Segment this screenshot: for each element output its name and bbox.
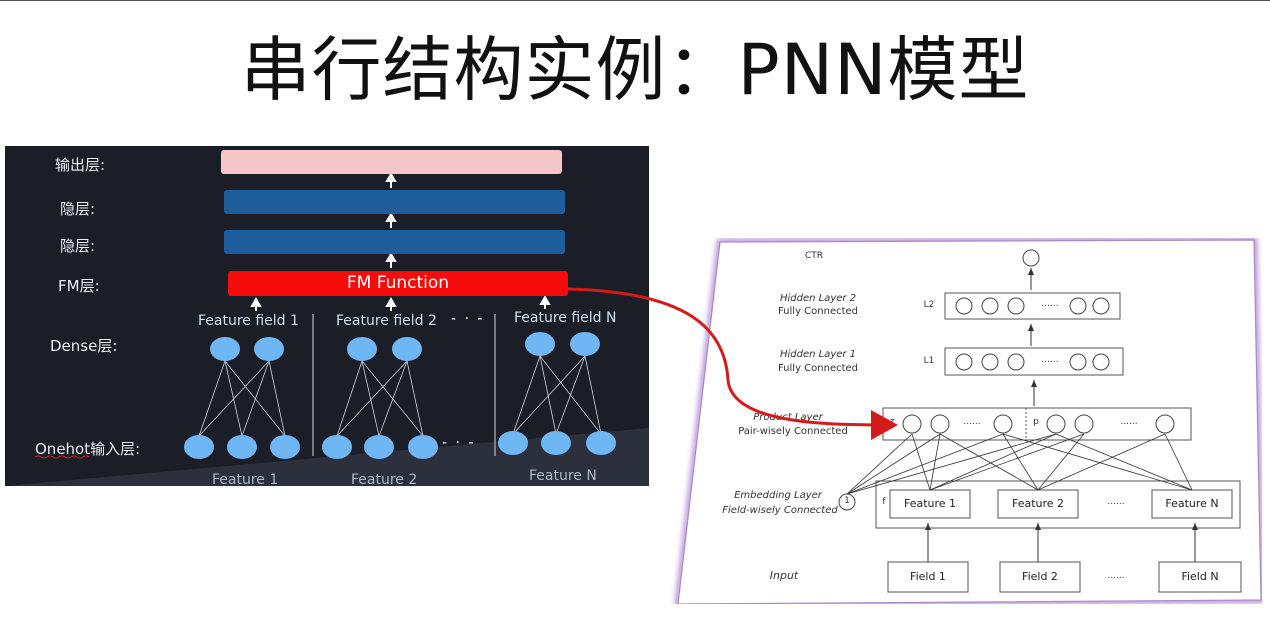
output-layer-bar xyxy=(221,150,562,174)
layer-label-onehot: Onehot输入层: xyxy=(35,440,141,458)
layer-label-output: 输出层: xyxy=(55,156,106,174)
dense-node xyxy=(570,332,600,356)
ctr-node xyxy=(1022,249,1040,267)
onehot-node xyxy=(227,435,257,459)
f-label: f xyxy=(882,497,886,507)
onehot-node xyxy=(541,431,571,455)
l2-label: L2 xyxy=(923,300,935,310)
field-1-label: Field 1 xyxy=(910,570,946,583)
l2-nodes xyxy=(955,297,1110,315)
feature-box-2 xyxy=(997,489,1079,519)
l2-ellipsis: ...... xyxy=(1041,299,1059,309)
feature-field-label-1: Feature field 1 xyxy=(198,313,299,329)
feature-field-label-2: Feature field 2 xyxy=(336,313,437,329)
embedding-layer-title: Embedding Layer xyxy=(734,490,822,501)
dense-node xyxy=(525,332,555,356)
feature-label-2: Feature 2 xyxy=(351,472,418,486)
ctr-label: CTR xyxy=(804,251,824,261)
left-diagram-graphics xyxy=(5,171,649,486)
l2-box xyxy=(944,292,1121,320)
hidden-layer-2-title: Hidden Layer 2 xyxy=(779,293,857,304)
up-arrows xyxy=(250,171,551,311)
dense-node xyxy=(347,337,377,361)
pnn-architecture-figure: CTR Hidden Layer 2 Fully Connected Hidde… xyxy=(668,238,1262,604)
one-label: 1 xyxy=(844,496,850,506)
layer-label-hidden-2: 隐层: xyxy=(60,237,96,255)
product-p-ellipsis: ...... xyxy=(1120,417,1138,427)
nodes xyxy=(184,332,616,459)
hidden-layer-1-subtitle: Fully Connected xyxy=(777,363,859,374)
layer-label-hidden-1: 隐层: xyxy=(60,200,96,218)
feature-box-n xyxy=(1151,489,1233,519)
dense-node xyxy=(254,337,284,361)
onehot-node xyxy=(364,435,394,459)
feature-box-1 xyxy=(889,489,971,519)
field-box-2 xyxy=(999,561,1081,593)
feature-label-1: Feature 1 xyxy=(212,472,279,486)
hidden-layer-2-subtitle: Fully Connected xyxy=(777,306,859,317)
feature-field-label-n: Feature field N xyxy=(514,310,617,326)
embedding-layer-subtitle: Field-wisely Connected xyxy=(722,505,838,516)
onehot-node xyxy=(184,435,214,459)
page-title: 串行结构实例：PNN模型 xyxy=(240,29,1030,111)
embedding-ellipsis: ...... xyxy=(1107,497,1125,507)
dense-node xyxy=(210,337,240,361)
feature-label-n: Feature N xyxy=(529,468,597,484)
product-layer-title: Product Layer xyxy=(753,412,823,423)
l1-ellipsis: ...... xyxy=(1041,355,1059,365)
feature-n-label: Feature N xyxy=(1165,497,1219,510)
feature-1-label: Feature 1 xyxy=(903,497,957,510)
hidden-layer-bar-2 xyxy=(224,230,565,254)
onehot-node xyxy=(322,435,352,459)
ellipsis-bottom: - · - xyxy=(442,435,476,451)
onehot-node xyxy=(498,431,528,455)
input-label: Input xyxy=(769,569,799,582)
onehot-node xyxy=(408,435,438,459)
top-divider xyxy=(0,0,1270,1)
z-label: z xyxy=(889,417,895,427)
product-nodes xyxy=(902,414,1175,434)
onehot-node xyxy=(270,435,300,459)
product-connections xyxy=(846,433,1193,495)
field-n-label: Field N xyxy=(1181,570,1219,583)
dense-node xyxy=(392,337,422,361)
dense-connections xyxy=(198,355,602,437)
field-2-label: Field 2 xyxy=(1022,570,1058,583)
feature-2-label: Feature 2 xyxy=(1011,497,1065,510)
pnn-layer-diagram: 输出层: 隐层: 隐层: FM层: Dense层: Onehot输入层: FM … xyxy=(5,146,649,486)
onehot-node xyxy=(586,431,616,455)
l1-nodes xyxy=(955,353,1110,371)
l1-label: L1 xyxy=(923,356,935,366)
product-z-ellipsis: ...... xyxy=(963,417,981,427)
spellcheck-underline xyxy=(34,455,90,459)
input-ellipsis: ...... xyxy=(1107,571,1125,581)
product-layer-subtitle: Pair-wisely Connected xyxy=(738,426,848,437)
hidden-layer-bar-1 xyxy=(224,190,565,214)
hidden-layer-1-title: Hidden Layer 1 xyxy=(779,349,857,360)
layer-label-dense: Dense层: xyxy=(50,337,118,355)
layer-label-fm: FM层: xyxy=(58,277,100,295)
p-label: p xyxy=(1033,417,1039,427)
field-box-1 xyxy=(887,561,969,593)
ellipsis-top: - · - xyxy=(451,311,485,327)
bottom-band xyxy=(5,428,649,486)
fm-function-bar: FM Function xyxy=(228,271,568,296)
field-box-n xyxy=(1158,561,1242,593)
